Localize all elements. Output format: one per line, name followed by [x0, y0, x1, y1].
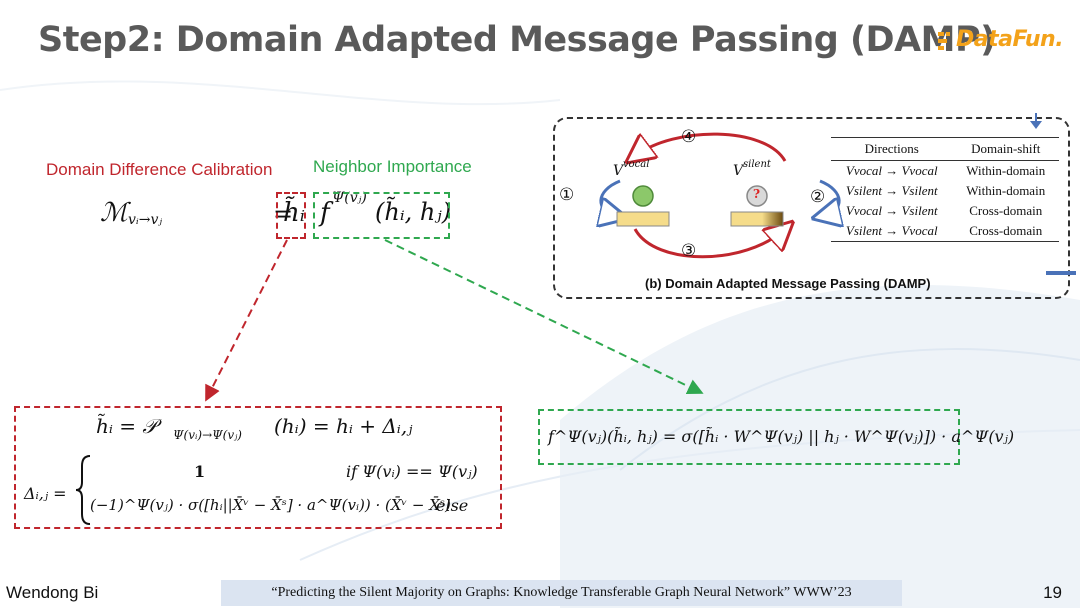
calibration-equation-lhs: h̃ᵢ = 𝒫: [96, 414, 157, 438]
unknown-label-icon: ?: [753, 187, 761, 201]
table-row: Vsilent → Vsilent Within-domain: [845, 183, 1046, 198]
h-tilde-highlight-box: [276, 192, 306, 239]
message-h-tilde: h̃ᵢ: [283, 198, 305, 228]
down-arrow-icon: [1030, 113, 1042, 129]
calibration-box: h̃ᵢ = 𝒫 Ψ(vᵢ)→Ψ(vⱼ) (hᵢ) = hᵢ + Δᵢ,ⱼ Δᵢ,…: [14, 406, 502, 529]
logo-mark-icon: [938, 32, 950, 50]
paper-citation: “Predicting the Silent Majority on Graph…: [221, 580, 902, 606]
slide-title: Step2: Domain Adapted Message Passing (D…: [38, 20, 996, 60]
message-equals: =: [273, 200, 294, 228]
step-1-marker: ①: [559, 185, 575, 205]
table-row: Vvocal → Vvocal Within-domain: [845, 163, 1046, 178]
vocal-node-label: V: [613, 163, 624, 179]
author-name: Wendong Bi: [6, 583, 99, 602]
message-args: (h̃ᵢ, hⱼ): [375, 198, 452, 226]
importance-label: Neighbor Importance: [313, 157, 472, 176]
calibration-equation-rhs: (hᵢ) = hᵢ + Δᵢ,ⱼ: [274, 414, 413, 438]
f-highlight-box: [313, 192, 450, 239]
table-header-directions: Directions: [831, 137, 953, 161]
importance-equation: f^Ψ(vⱼ)(h̃ᵢ, hⱼ) = σ([h̃ᵢ · W^Ψ(vⱼ) || h…: [548, 427, 1015, 446]
delta-case1-value: 1: [194, 462, 206, 481]
message-lhs: ℳ: [100, 198, 128, 228]
delta-case1-condition: if Ψ(vᵢ) == Ψ(vⱼ): [346, 462, 478, 481]
importance-box: f^Ψ(vⱼ)(h̃ᵢ, hⱼ) = σ([h̃ᵢ · W^Ψ(vⱼ) || h…: [538, 409, 1014, 465]
message-subscript: vᵢ→vⱼ: [128, 212, 163, 228]
calibration-equation-sub: Ψ(vᵢ)→Ψ(vⱼ): [173, 428, 242, 442]
page-number: 19: [1043, 583, 1062, 602]
datafun-logo: DataFun.: [938, 27, 1064, 57]
damp-diagram: [595, 132, 865, 259]
step-3-marker: ③: [681, 241, 697, 261]
message-f-superscript: Ψ(vⱼ): [332, 190, 367, 206]
delta-lhs: Δᵢ,ⱼ =: [24, 484, 67, 503]
direction-table: Directions Domain-shift Vvocal → Vvocal …: [831, 137, 1059, 242]
blue-bar-marker: [1046, 271, 1076, 275]
message-f: f: [320, 198, 330, 228]
table-header-domain-shift: Domain-shift: [952, 137, 1059, 161]
damp-figure: V vocal V silent ? ④ ① ② ③ Directions Do…: [553, 117, 1070, 299]
table-row: Vvocal → Vsilent Cross-domain: [845, 203, 1043, 218]
step-4-marker: ④: [681, 127, 697, 147]
message-equation: ℳ vᵢ→vⱼ = h̃ᵢ f Ψ(vⱼ) (h̃ᵢ, hⱼ): [100, 190, 460, 240]
calibration-label: Domain Difference Calibration: [46, 160, 273, 179]
table-row: Vsilent → Vvocal Cross-domain: [831, 221, 1059, 242]
step-2-marker: ②: [810, 187, 826, 207]
figure-caption: (b) Domain Adapted Message Passing (DAMP…: [645, 276, 931, 291]
silent-node-sup: silent: [743, 159, 771, 170]
vocal-node-sup: vocal: [623, 159, 650, 170]
silent-node-label: V: [733, 163, 744, 179]
logo-text: DataFun.: [956, 27, 1064, 52]
delta-case2-condition: else: [436, 496, 469, 515]
case-brace-icon: [75, 455, 91, 525]
delta-case2-value: (−1)^Ψ(vⱼ) · σ([hᵢ||X̄ᵛ − X̄ˢ] · a^Ψ(vᵢ)…: [90, 496, 451, 514]
